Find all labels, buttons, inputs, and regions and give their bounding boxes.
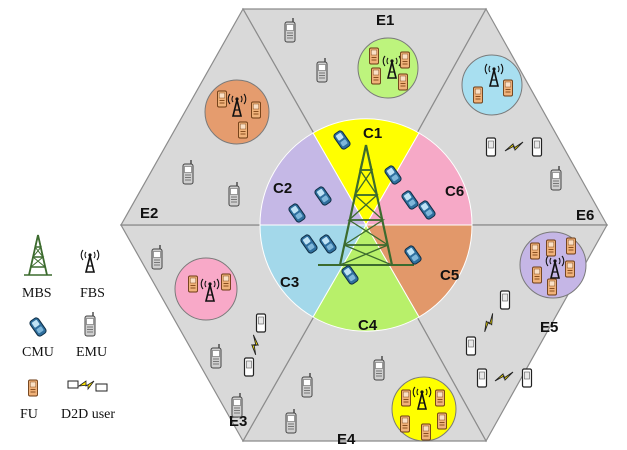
label-c5: C5 <box>440 267 459 284</box>
feature-phone-icon <box>301 372 313 398</box>
label-c2: C2 <box>273 180 292 197</box>
antenna-icon <box>80 249 100 273</box>
fu-handset-icon <box>217 90 227 108</box>
feature-phone-icon <box>228 181 240 207</box>
feature-phone-icon <box>373 355 385 381</box>
legend-fu-label: FU <box>20 407 38 422</box>
legend-mbs-label: MBS <box>22 286 52 301</box>
legend-emu-label: EMU <box>76 345 107 360</box>
d2d-link-icon <box>521 368 533 388</box>
feature-phone-icon <box>84 311 96 337</box>
legend-cmu-label: CMU <box>22 345 54 360</box>
fu-handset-icon <box>437 412 447 430</box>
fu-handset-icon <box>473 86 483 104</box>
label-e1: E1 <box>376 12 394 29</box>
fu-handset-icon <box>532 266 542 284</box>
fu-handset-icon <box>400 415 410 433</box>
fu-handset-icon <box>369 47 379 65</box>
fu-handset-icon <box>546 239 556 257</box>
fu-handset-icon <box>565 260 575 278</box>
mobile-phone-icon <box>28 316 48 338</box>
femto-cell-ne <box>461 54 523 116</box>
fu-handset-icon <box>188 275 198 293</box>
legend: MBS FBS CMU EMU FU D2D user <box>20 234 115 422</box>
d2d-link-icon <box>499 290 511 310</box>
d2d-link-icon <box>485 137 497 157</box>
d2d-link-icon <box>465 336 477 356</box>
feature-phone-icon <box>550 165 562 191</box>
fu-handset-icon <box>547 278 557 296</box>
legend-fbs-label: FBS <box>80 286 105 301</box>
feature-phone-icon <box>231 392 243 418</box>
feature-phone-icon <box>284 17 296 43</box>
fu-handset-icon <box>398 73 408 91</box>
legend-d2d-label: D2D user <box>61 407 115 422</box>
label-c4: C4 <box>358 317 378 334</box>
fu-handset-icon <box>421 423 431 441</box>
femto-cell-e5 <box>519 231 587 299</box>
label-c1: C1 <box>363 125 382 142</box>
fu-handset-icon <box>371 67 381 85</box>
center-sectors <box>259 118 473 332</box>
label-e6: E6 <box>576 207 594 224</box>
fu-handset-icon <box>221 273 231 291</box>
label-e4: E4 <box>337 431 356 448</box>
fu-handset-icon <box>251 101 261 119</box>
center-sector-c5 <box>365 224 473 318</box>
fu-handset-icon <box>28 379 38 397</box>
fu-handset-icon <box>435 389 445 407</box>
feature-phone-icon <box>151 244 163 270</box>
label-e5: E5 <box>540 319 558 336</box>
center-sector-c6 <box>365 132 473 226</box>
d2d-link-icon <box>255 313 267 333</box>
femto-cell-e1 <box>357 37 419 99</box>
label-c6: C6 <box>445 183 464 200</box>
d2d-link-icon <box>476 368 488 388</box>
d2d-link-icon <box>243 357 255 377</box>
tower-icon <box>23 234 53 276</box>
feature-phone-icon <box>285 408 297 434</box>
fu-handset-icon <box>566 237 576 255</box>
label-c3: C3 <box>280 274 299 291</box>
d2d-link-icon <box>67 380 108 392</box>
fu-handset-icon <box>400 51 410 69</box>
fu-handset-icon <box>530 242 540 260</box>
fu-handset-icon <box>238 121 248 139</box>
center-sector-c3 <box>259 224 367 318</box>
femto-cell-e4 <box>391 376 457 442</box>
femto-cell-sw <box>174 257 238 321</box>
center-sector-c4 <box>312 223 420 332</box>
feature-phone-icon <box>316 57 328 83</box>
label-e2: E2 <box>140 205 158 222</box>
center-sector-c2 <box>259 132 367 226</box>
feature-phone-icon <box>182 159 194 185</box>
fu-handset-icon <box>503 79 513 97</box>
fu-handset-icon <box>401 389 411 407</box>
d2d-link-icon <box>531 137 543 157</box>
feature-phone-icon <box>210 343 222 369</box>
femto-cell-nw <box>204 79 270 145</box>
